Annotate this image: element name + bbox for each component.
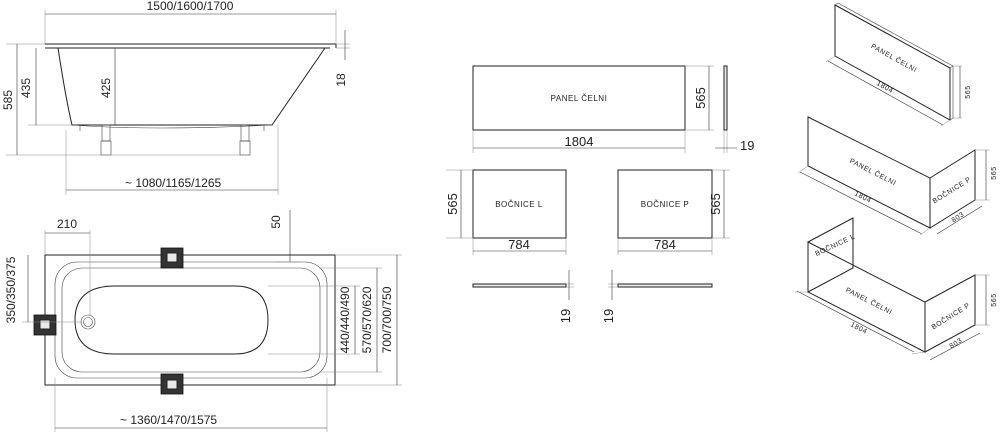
iso2-side-p-label: BOČNICE P xyxy=(931,174,973,205)
bracket-top xyxy=(160,247,184,269)
dim-rim: 18 xyxy=(334,73,348,87)
side-l-width: 784 xyxy=(508,237,530,252)
iso2-front-label: PANEL ČELNI xyxy=(848,156,898,187)
panel-front-flat: PANEL ČELNI 1804 565 19 xyxy=(472,65,754,153)
bath-side-view: 1500/1600/1700 585 435 425 18 ~ 1080/116… xyxy=(1,0,350,195)
side-p-height: 565 xyxy=(708,193,723,215)
side-l-height: 565 xyxy=(445,193,460,215)
dim-offset: 210 xyxy=(57,217,77,231)
front-panel-height: 565 xyxy=(693,87,708,109)
dim-drain-width: 350/350/375 xyxy=(4,256,18,323)
bath-top-view: 210 50 350/350/375 440/440/490 570/570/6… xyxy=(4,210,402,432)
dim-outer-width: 700/700/750 xyxy=(380,286,394,353)
dim-inner-length: ~ 1080/1165/1265 xyxy=(125,176,222,190)
front-panel-label: PANEL ČELNI xyxy=(551,94,608,103)
side-l-label: BOČNICE L xyxy=(495,200,543,209)
dim-mid-width: 570/570/620 xyxy=(360,286,374,353)
iso3-side-depth: 803 xyxy=(949,337,964,350)
side-p-width: 784 xyxy=(654,237,676,252)
iso3-front-length: 1804 xyxy=(849,321,868,335)
iso3-height: 565 xyxy=(991,293,998,306)
iso3-side-p-label: BOČNICE P xyxy=(930,300,972,331)
iso2-front-length: 1804 xyxy=(853,190,872,204)
dim-rim-top: 50 xyxy=(269,215,283,229)
bracket-bottom xyxy=(160,373,184,395)
iso2-side-depth: 803 xyxy=(951,211,966,224)
dim-total-height: 585 xyxy=(1,90,15,110)
side-p-label: BOČNICE P xyxy=(641,200,690,209)
iso-three-panels: BOČNICE L PANEL ČELNI BOČNICE P 1804 803… xyxy=(795,217,998,361)
iso3-front-label: PANEL ČELNI xyxy=(844,285,894,316)
iso1-height: 565 xyxy=(965,85,972,98)
dim-height-inner: 425 xyxy=(99,78,113,98)
side-l-thickness: 19 xyxy=(558,309,573,323)
side-p-thickness: 19 xyxy=(601,309,616,323)
iso-front-side: PANEL ČELNI BOČNICE P 1804 803 565 xyxy=(797,116,998,236)
panel-thickness-sections: 19 19 xyxy=(472,270,713,323)
front-panel-thickness: 19 xyxy=(740,138,754,153)
bracket-left xyxy=(33,314,57,336)
front-panel-length: 1804 xyxy=(565,134,594,149)
panel-side-l-flat: BOČNICE L 784 565 xyxy=(445,169,567,255)
iso-front-only: PANEL ČELNI 1804 565 xyxy=(825,2,972,127)
dim-height-outer: 435 xyxy=(19,78,33,98)
dim-overall-length: 1500/1600/1700 xyxy=(147,0,234,13)
dim-inner-length-top: ~ 1360/1470/1575 xyxy=(120,413,217,427)
panel-side-p-flat: BOČNICE P 784 565 xyxy=(617,169,730,255)
dim-inner-width: 440/440/490 xyxy=(338,286,352,353)
iso2-height: 565 xyxy=(991,166,998,179)
